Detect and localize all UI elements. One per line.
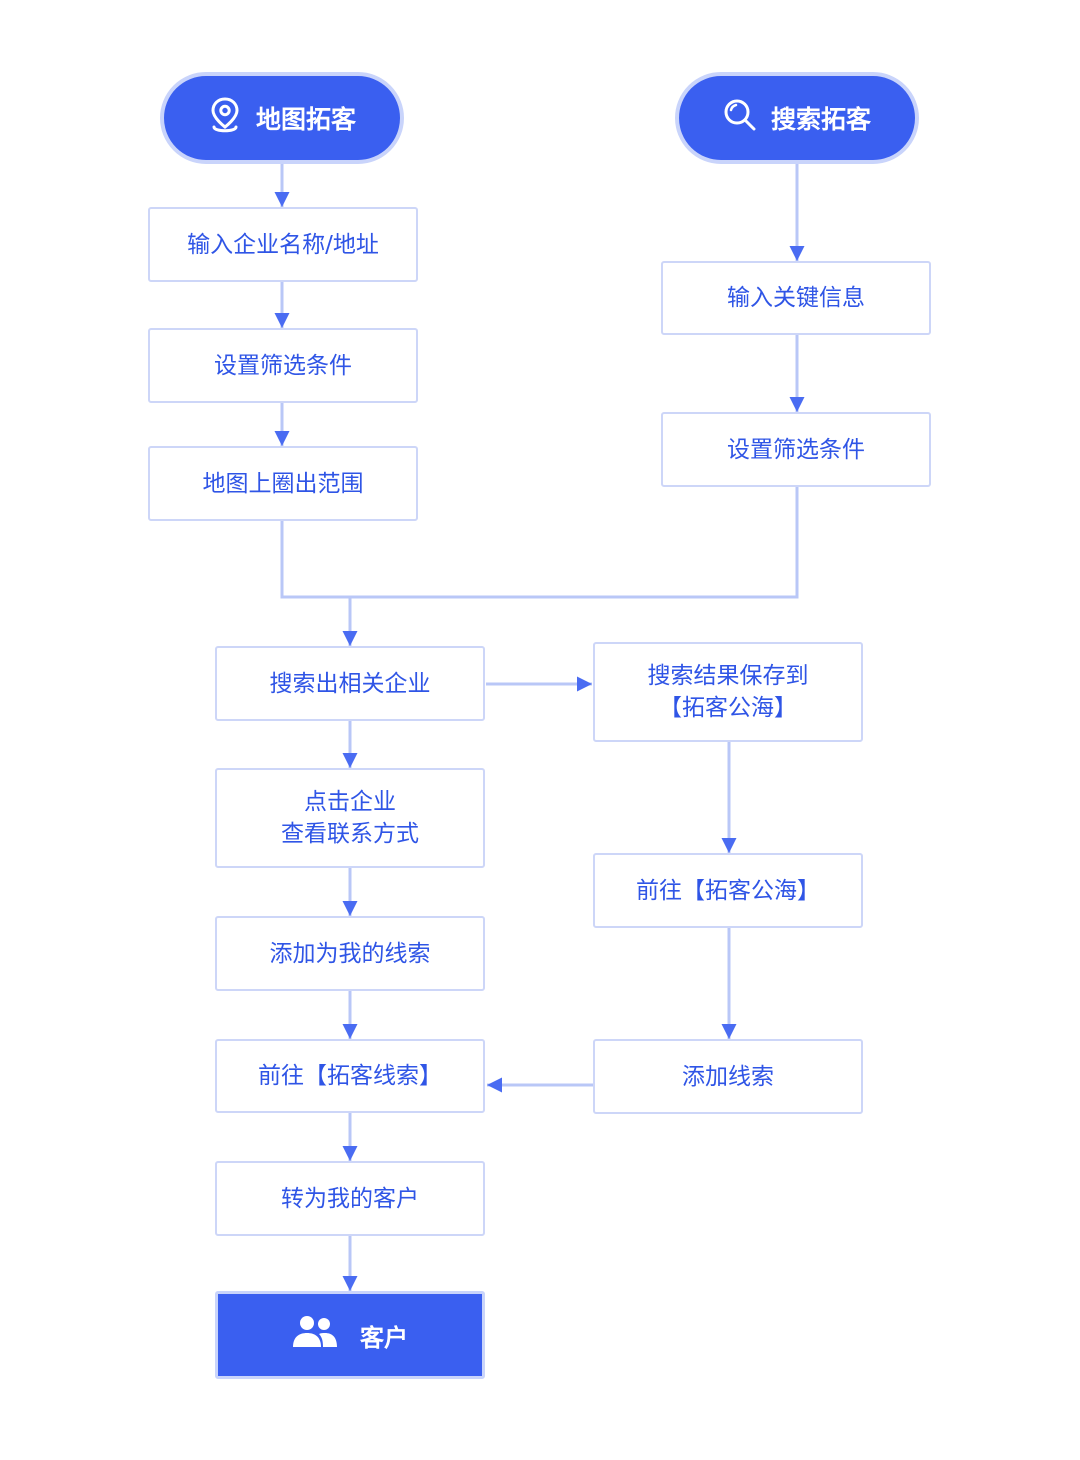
search-icon (723, 98, 771, 138)
step-label: 输入企业名称/地址 (187, 231, 379, 258)
customer-end-label: 客户 (360, 1323, 408, 1352)
step-go-prospect-leads[interactable]: 前往【拓客线索】 (215, 1039, 485, 1113)
step-set-filters-left[interactable]: 设置筛选条件 (148, 328, 418, 403)
step-search-companies[interactable]: 搜索出相关企业 (215, 646, 485, 721)
search-prospecting-start[interactable]: 搜索拓客 (675, 72, 919, 164)
step-label: 添加为我的线索 (269, 940, 431, 967)
step-set-filters-right[interactable]: 设置筛选条件 (661, 412, 931, 487)
map-prospecting-label: 地图拓客 (255, 105, 356, 134)
step-go-prospect-pool[interactable]: 前往【拓客公海】 (593, 853, 863, 928)
step-label: 地图上圈出范围 (202, 470, 364, 497)
users-icon (292, 1314, 360, 1356)
map-pin-icon (208, 96, 256, 140)
step-view-contact[interactable]: 点击企业 查看联系方式 (215, 768, 485, 868)
step-label-line1: 点击企业 (304, 789, 396, 815)
step-draw-map-area[interactable]: 地图上圈出范围 (148, 446, 418, 521)
step-label-line2: 查看联系方式 (281, 821, 419, 847)
step-enter-keywords[interactable]: 输入关键信息 (661, 261, 931, 335)
step-save-to-pool[interactable]: 搜索结果保存到 【拓客公海】 (593, 642, 863, 742)
step-label-line1: 搜索结果保存到 (647, 663, 809, 689)
step-add-lead[interactable]: 添加线索 (593, 1039, 863, 1114)
step-add-my-lead[interactable]: 添加为我的线索 (215, 916, 485, 991)
step-label: 搜索出相关企业 (269, 670, 431, 697)
step-convert-to-customer[interactable]: 转为我的客户 (215, 1161, 485, 1236)
step-label: 设置筛选条件 (727, 436, 865, 463)
customer-end[interactable]: 客户 (215, 1291, 485, 1379)
step-label: 转为我的客户 (281, 1185, 419, 1212)
step-label: 输入关键信息 (727, 285, 865, 311)
step-enter-company-name[interactable]: 输入企业名称/地址 (148, 207, 418, 282)
step-label-line2: 【拓客公海】 (659, 695, 797, 721)
step-label: 添加线索 (682, 1063, 774, 1090)
search-prospecting-label: 搜索拓客 (770, 105, 871, 134)
step-label: 前往【拓客公海】 (636, 877, 820, 904)
step-label: 设置筛选条件 (214, 352, 352, 379)
step-label: 前往【拓客线索】 (258, 1063, 442, 1089)
map-prospecting-start[interactable]: 地图拓客 (160, 72, 404, 164)
